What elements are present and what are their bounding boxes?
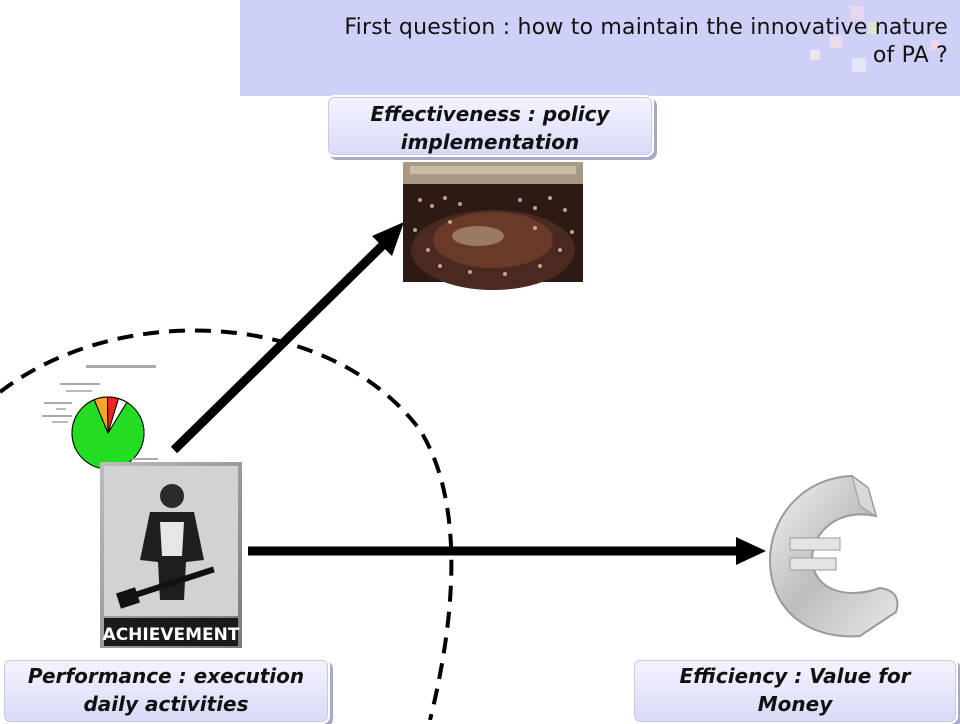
decorative-square xyxy=(852,58,866,72)
poster-caption: ACHIEVEMENT xyxy=(103,625,240,645)
euro-symbol-image xyxy=(768,474,899,638)
dashed-boundary xyxy=(0,328,454,720)
title-bar: First question : how to maintain the inn… xyxy=(240,0,960,96)
parliament-photo xyxy=(403,162,583,290)
achievement-poster: ACHIEVEMENT xyxy=(100,462,242,648)
decorative-square xyxy=(830,36,842,48)
pie-slice-4 xyxy=(107,397,128,434)
pie-chart-captions xyxy=(42,365,158,460)
effectiveness-label: Effectiveness : policy implementation xyxy=(326,95,654,157)
decorative-square xyxy=(850,6,864,20)
arrow-to-effectiveness xyxy=(170,222,404,454)
decorative-square xyxy=(810,50,820,60)
decorative-square xyxy=(868,22,880,34)
page-title: First question : how to maintain the inn… xyxy=(344,15,948,68)
pie-chart xyxy=(71,396,145,470)
decorative-square xyxy=(930,40,940,50)
arrow-to-efficiency xyxy=(248,537,766,565)
